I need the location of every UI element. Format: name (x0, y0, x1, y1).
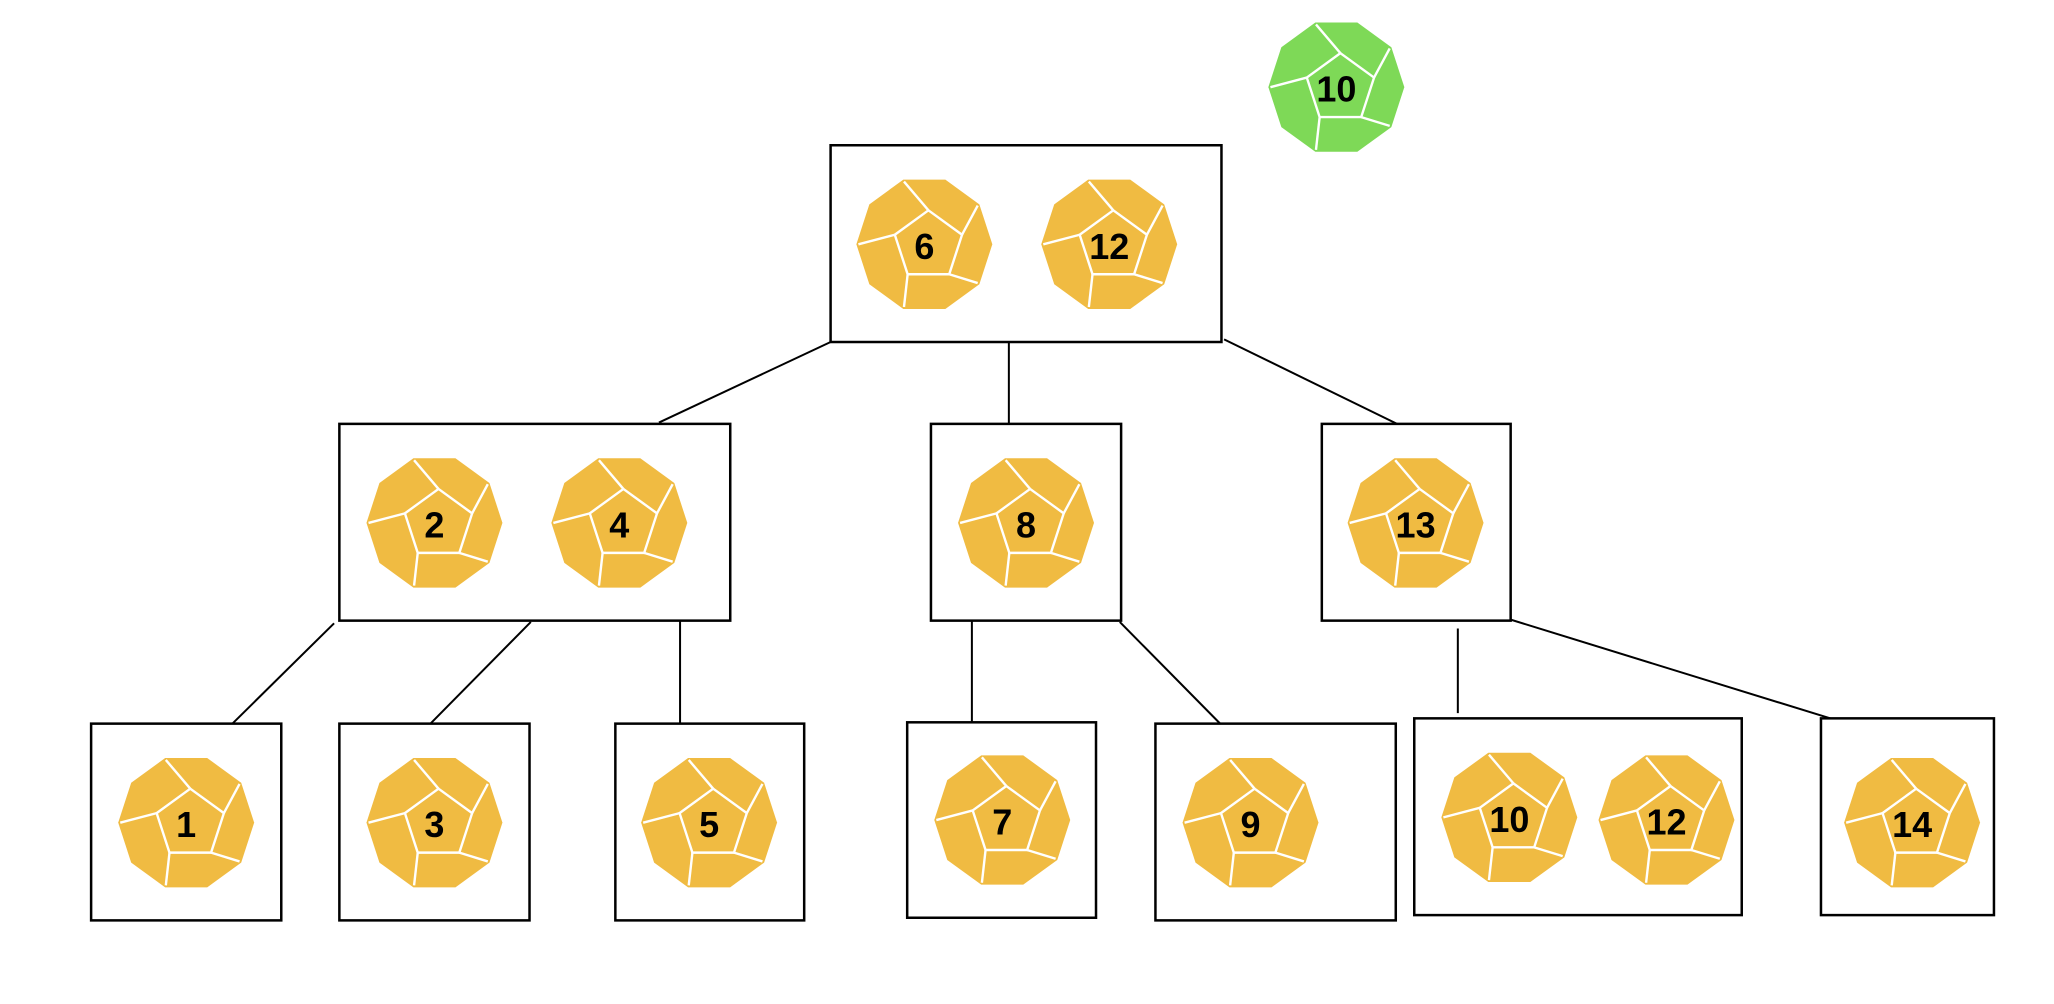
root-node-key-6: 6 (856, 179, 993, 309)
tree-edge-8 (1119, 621, 1221, 725)
tree-edge-10 (1505, 617, 1831, 720)
key-label: 13 (1396, 504, 1436, 545)
tree-edge-3 (1223, 338, 1398, 425)
internal-node-1-key-4: 4 (551, 458, 688, 588)
leaf-node-4-key-7: 7 (934, 755, 1071, 885)
key-label: 1 (176, 804, 196, 845)
inserted-key-die: 10 (1268, 22, 1405, 152)
key-label: 5 (699, 804, 719, 845)
tree-edge-1 (658, 341, 832, 424)
key-label: 9 (1240, 804, 1260, 845)
key-label: 14 (1892, 804, 1932, 845)
key-label: 6 (914, 226, 934, 267)
key-label: 12 (1646, 802, 1686, 843)
key-label: 12 (1089, 226, 1129, 267)
key-label: 10 (1489, 799, 1529, 840)
leaf-node-3-key-5: 5 (641, 758, 778, 888)
leaf-node-1-key-1: 1 (118, 758, 255, 888)
tree-edges (230, 338, 1831, 726)
key-label: 3 (424, 804, 444, 845)
key-label: 2 (424, 504, 444, 545)
tree-edge-4 (230, 622, 335, 726)
leaf-node-2-key-3: 3 (366, 758, 503, 888)
internal-node-2-key-8: 8 (958, 458, 1095, 588)
key-label: 4 (609, 504, 629, 545)
key-label: 8 (1016, 504, 1036, 545)
root-node-key-12: 12 (1041, 179, 1178, 309)
leaf-node-5-key-9: 9 (1182, 758, 1319, 888)
key-label: 7 (992, 802, 1012, 843)
leaf-node-6-key-12: 12 (1598, 755, 1735, 885)
leaf-node-7-key-14: 14 (1844, 758, 1981, 888)
internal-node-3-key-13: 13 (1347, 458, 1484, 588)
tree-edge-5 (428, 621, 532, 726)
key-label: 10 (1316, 69, 1356, 110)
internal-node-1-key-2: 2 (366, 458, 503, 588)
leaf-node-6-key-10: 10 (1441, 752, 1578, 883)
